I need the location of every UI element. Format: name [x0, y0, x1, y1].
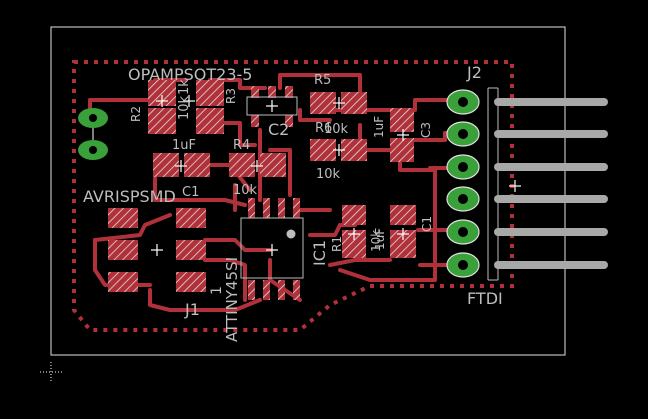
ic1-pad-2 [263, 198, 270, 218]
j2-pads [446, 89, 480, 278]
j1-pad-2 [176, 208, 206, 228]
c2-pad-right [184, 153, 210, 177]
r3-pad-bottom [196, 108, 224, 134]
r4-pad-right [260, 153, 286, 177]
label-j1: J1 [184, 300, 200, 319]
label-r6-value: 10k [316, 167, 341, 182]
label-r4: R4 [233, 138, 250, 153]
label-c3: C3 [419, 122, 433, 138]
board-outline [50, 26, 566, 356]
j1-pad-1 [108, 208, 138, 228]
r1-pad-top [342, 205, 366, 225]
ic2-pad-4 [251, 115, 259, 127]
j1-pad-5 [108, 272, 138, 292]
crosshair-cursor-icon [40, 362, 62, 383]
label-j1-pin: 1 [209, 286, 225, 295]
c2-pad-left [153, 153, 179, 177]
r5-pad-right [341, 92, 367, 114]
label-r5: R5 [314, 73, 331, 88]
r5-pad-left [310, 92, 336, 114]
label-attiny: ATTINY45SI [223, 257, 241, 342]
ic1-pad-1 [248, 198, 255, 218]
label-c3-value: 1uF [372, 116, 386, 138]
label-r5-value: 10k [324, 122, 349, 137]
ic1-pad-6 [263, 280, 270, 300]
label-j2: J2 [466, 63, 482, 82]
ic2-pad-5 [285, 115, 293, 127]
r6-pad-right [341, 139, 367, 161]
label-r2: R2 [129, 106, 143, 122]
label-avrisp: AVRISPSMD [83, 187, 176, 206]
j2-pins [494, 98, 608, 269]
label-r3-value: 1k [177, 79, 192, 95]
c1-pad-top [390, 205, 416, 225]
r4-pad-left [229, 153, 255, 177]
ic1-pad-8 [293, 280, 300, 300]
label-c1-left-name: C1 [182, 185, 199, 200]
label-ic1: IC1 [310, 240, 329, 266]
origin-crosses [151, 95, 521, 256]
ic1-pad-3 [278, 198, 285, 218]
j1-pad-6 [176, 272, 206, 292]
label-r1-value: 10k [369, 230, 383, 252]
label-r6: R6 [315, 121, 332, 136]
label-ftdi: FTDI [467, 289, 503, 308]
j2-holes [458, 97, 468, 270]
label-r3: R3 [224, 88, 238, 104]
label-c1-left-value: 1uF [172, 138, 196, 153]
label-c1-value: 1uF [373, 228, 387, 250]
smd-pads [108, 80, 416, 300]
r2-pad-bottom [148, 108, 176, 134]
j1-pad-3 [108, 240, 138, 260]
ic2-pad-2 [268, 86, 276, 98]
ic1-pad-7 [278, 280, 285, 300]
label-r1: R1 [330, 236, 344, 252]
label-c2: C2 [268, 120, 289, 139]
ic1-pad-5 [248, 280, 255, 300]
j1-pad-4 [176, 240, 206, 260]
label-opamp: OPAMPSOT23-5 [128, 65, 252, 84]
label-r2-value: 10k [177, 95, 192, 120]
c3-pad-top [390, 108, 414, 132]
r3-pad-top [196, 80, 224, 106]
silkscreen-outlines [240, 87, 499, 281]
left-vias [78, 108, 108, 160]
label-c1: C1 [420, 216, 434, 232]
r6-pad-left [310, 139, 336, 161]
c3-pad-bottom [390, 138, 414, 162]
ic2-pad-3 [285, 86, 293, 98]
ic2-pad-1 [251, 86, 259, 98]
label-r4-value: 10k [233, 183, 258, 198]
silkscreen-labels: OPAMPSOT23-5 R2 10k 1k R3 C2 R5 10k R6 1… [83, 63, 503, 342]
ic1-pad-4 [293, 198, 300, 218]
